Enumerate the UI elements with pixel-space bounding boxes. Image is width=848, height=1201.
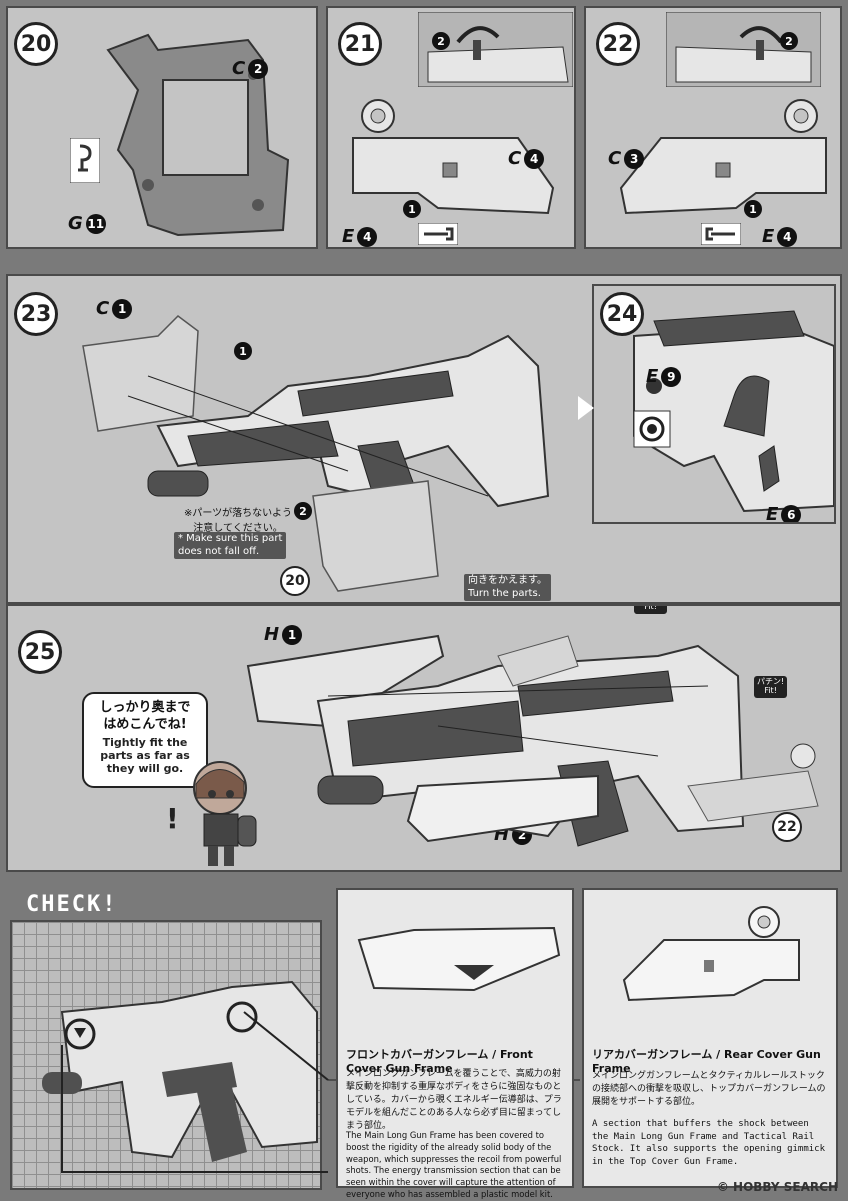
front-cover-part-image [357,926,561,992]
bubble-text-en: Tightly fit the parts as far as they wil… [100,735,190,776]
detail-zoom [666,12,821,87]
step-25-panel: 25 H1 H2 21 22 パチン!Fit! パチン!Fit! しっかり奥まで… [6,604,842,872]
rear-cover-body-en: A section that buffers the shock between… [592,1119,825,1167]
turn-parts-note: 向きをかえます。 Turn the parts. [464,574,551,601]
e4-part-icon [701,223,741,245]
c4-frame-part [352,99,555,215]
front-cover-body-en: The Main Long Gun Frame has been covered… [346,1130,562,1199]
completed-gun-illustration [42,980,318,1162]
arrow-label-1: 1 [234,342,252,360]
c2-frame-part [106,33,290,237]
check-grid-image [10,920,322,1190]
c3-frame-part [619,99,827,215]
bubble-text-jp: しっかり奥まで はめこんでね! [99,700,191,732]
fit-badge-2: パチン!Fit! [754,676,788,698]
rear-cover-title: リアカバーガンフレーム / Rear Cover Gun Frame [592,1048,821,1075]
turn-note-jp: 向きをかえます。 [468,575,547,586]
speech-bubble: しっかり奥まで はめこんでね! Tightly fit the parts as… [82,692,208,788]
step-number: 20 [14,22,58,66]
arrow-label-1: 1 [403,200,421,218]
e4-part-icon [418,223,458,245]
arrow-label-1: 1 [744,200,762,218]
fit-badge-1: パチン!Fit! [634,606,668,614]
arrow-label-2: 2 [432,32,450,50]
step-number: 24 [600,292,644,336]
gun-detail-24 [633,310,834,513]
arrow-label-2: 2 [780,32,798,50]
g11-hook-part [70,138,100,183]
caution-note-jp: ※パーツが落ちないよう 注意してください。 [184,508,292,534]
turn-note-en: Turn the parts. [468,587,541,599]
rear-cover-body-jp: メインロングガンフレームとタクティカルレールストックの接続部への衝撃を吸収し、ト… [592,1071,826,1108]
arrow-label-2: 2 [294,502,312,520]
front-cover-box: フロントカバーガンフレーム / Front Cover Gun Frame メイ… [336,888,574,1199]
mascot-character [193,761,257,866]
ref-step-22: 22 [772,812,802,842]
check-title: CHECK! [26,892,118,917]
gun-body-25 [246,634,819,847]
front-cover-title: フロントカバーガンフレーム / Front Cover Gun Frame [346,1048,533,1075]
watermark: © HOBBY SEARCH [716,1180,838,1194]
rear-cover-part-image [622,906,800,1002]
rear-cover-box: リアカバーガンフレーム / Rear Cover Gun Frame メインロン… [582,888,838,1188]
step-number: 23 [14,292,58,336]
gun-body-23 [82,315,550,592]
exclamation-icon: ! [166,802,179,835]
step-number: 21 [338,22,382,66]
caution-note-en: * Make sure this part does not fall off. [174,532,287,559]
ref-step-21: 21 [556,604,586,606]
step-number: 22 [596,22,640,66]
front-cover-body-jp: メインロングガンフレームを覆うことで、高威力の射撃反動を抑制する重厚なボディをさ… [346,1069,562,1132]
check-section: CHECK! フロントカバーガンフレーム / Front Cover Gun F… [6,880,842,1199]
step-number: 25 [18,630,62,674]
ref-step-20: 20 [280,566,310,596]
arrow-right-icon [578,396,594,420]
